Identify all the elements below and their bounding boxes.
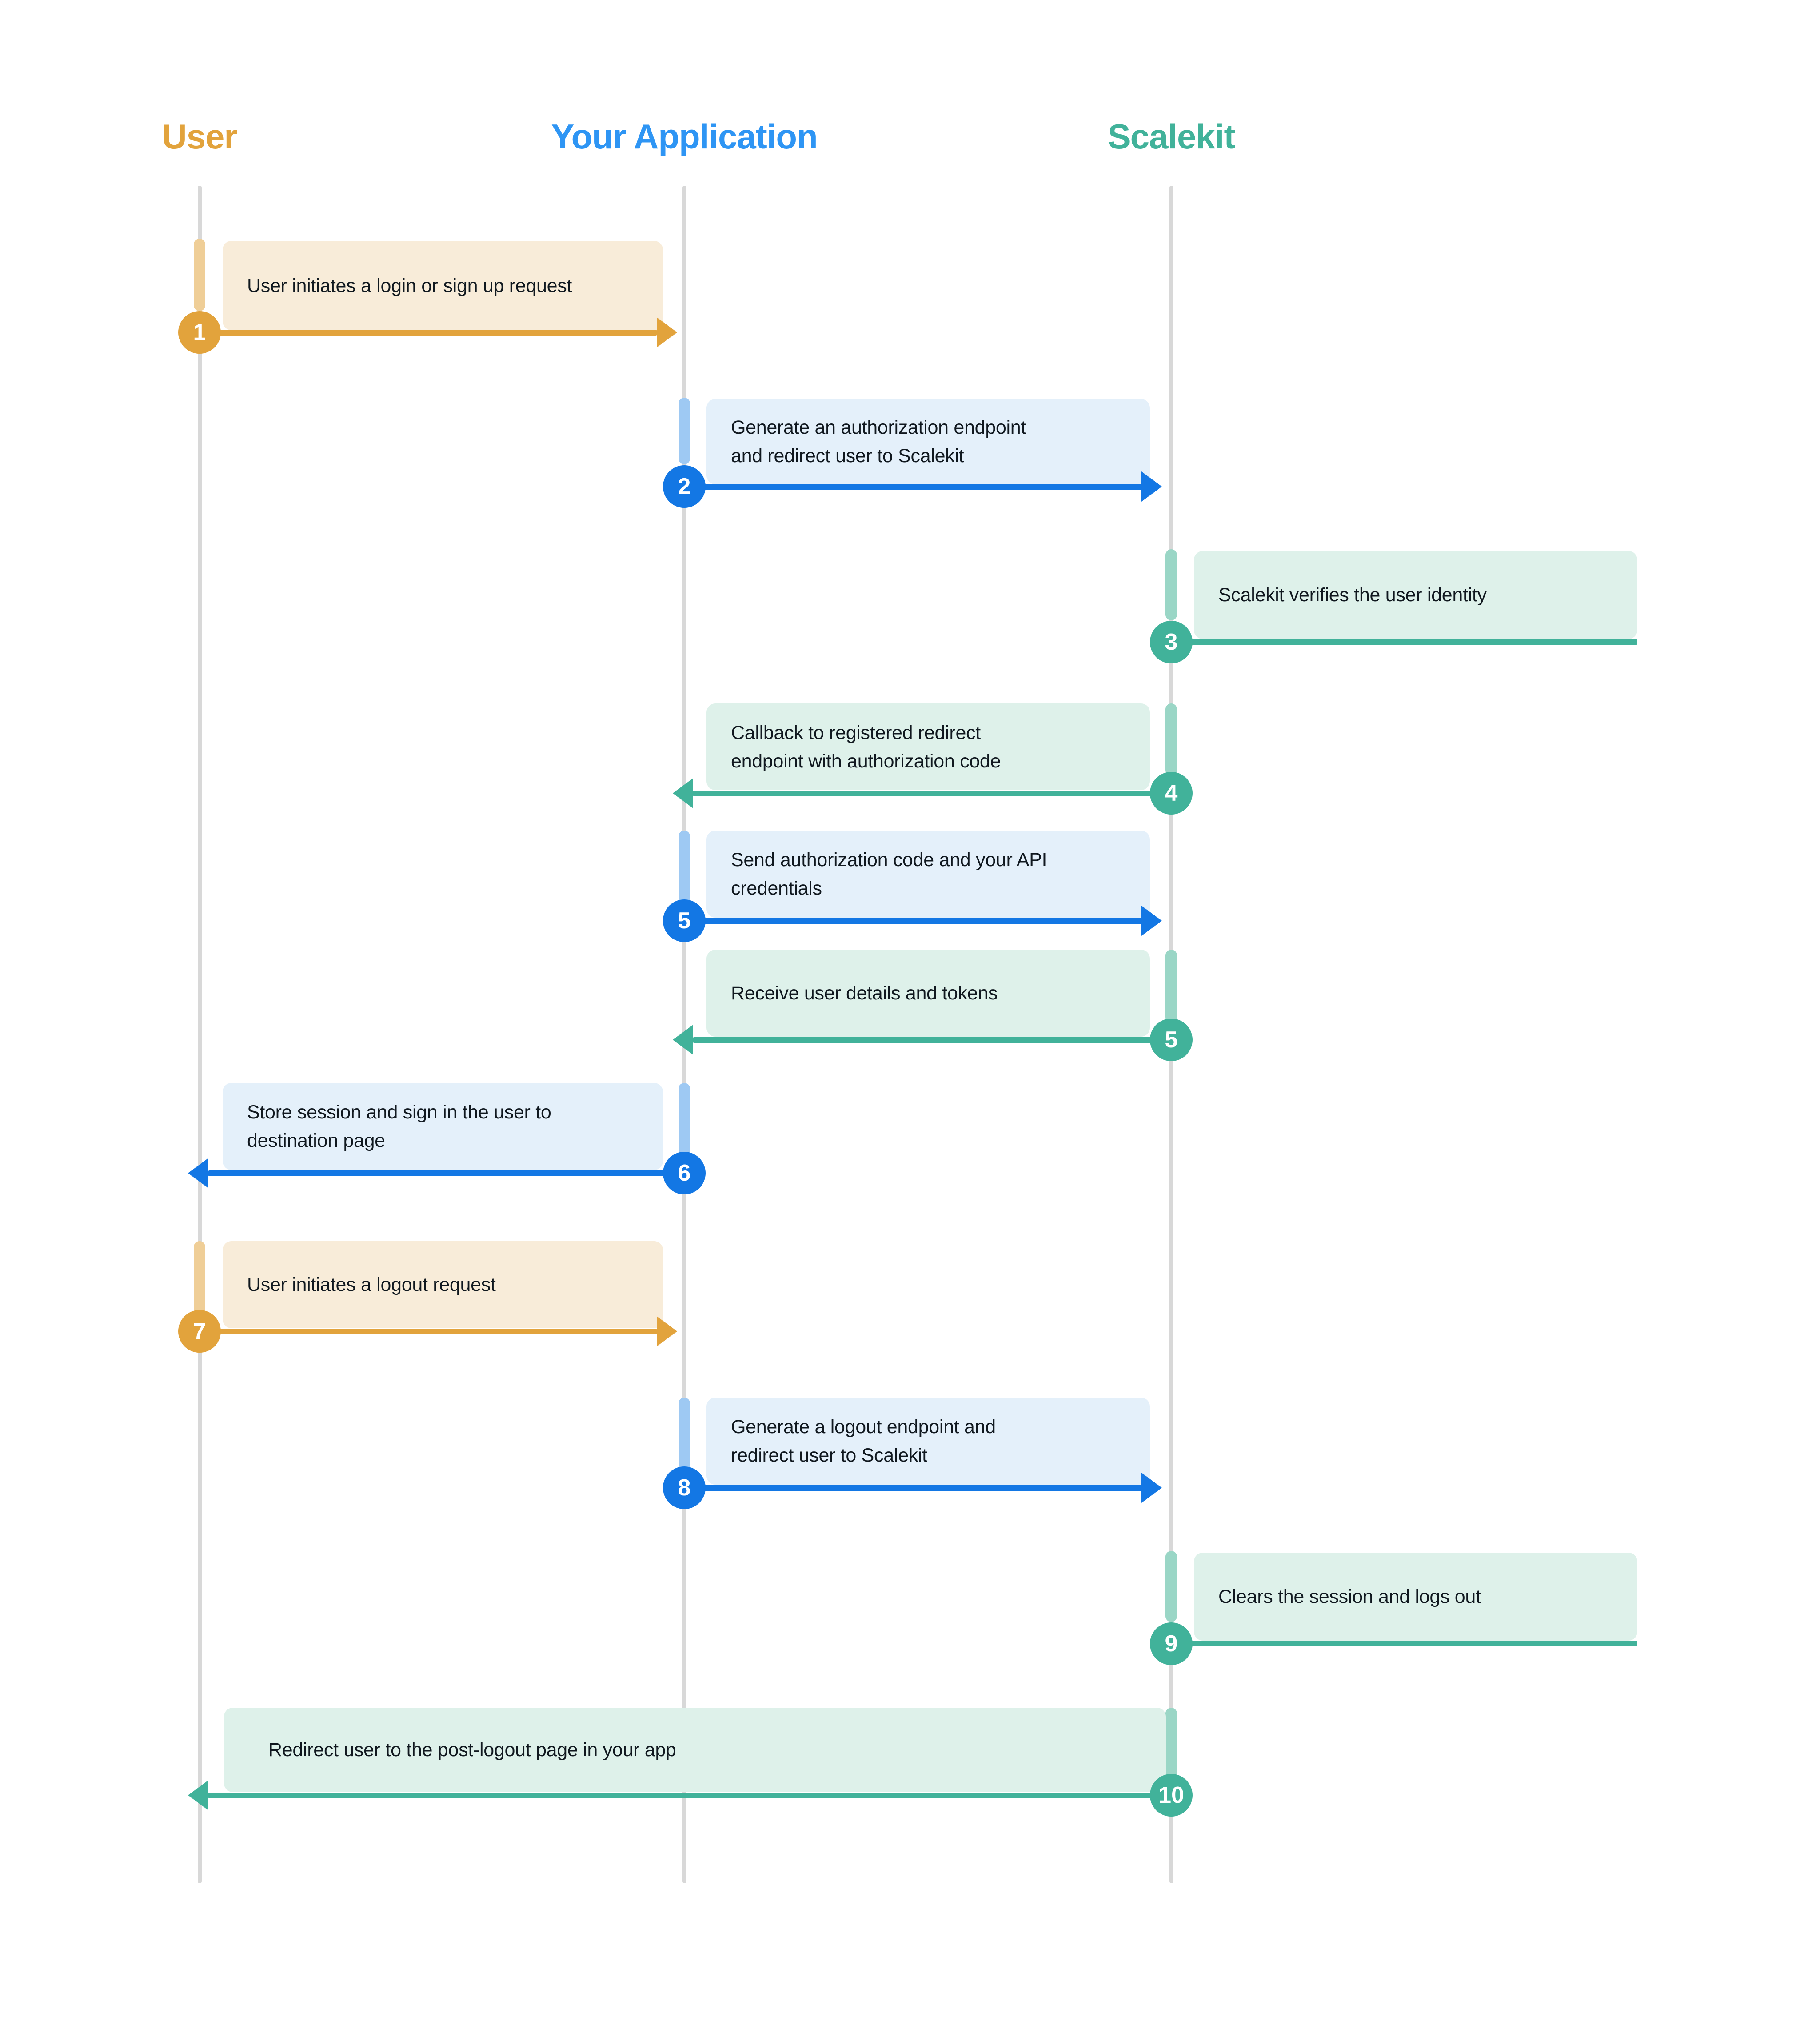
step-1-number-badge: 1	[178, 311, 221, 354]
step-7-label: User initiates a logout request	[247, 1274, 496, 1295]
activation-bar-app	[679, 1398, 690, 1473]
step-2-arrow	[684, 484, 1141, 490]
step-1-arrow	[200, 330, 657, 336]
step-1-label: User initiates a login or sign up reques…	[247, 275, 572, 296]
step-8-message-box: Generate a logout endpoint and redirect …	[706, 1398, 1150, 1485]
step-5b-number-badge: 5	[1150, 1018, 1193, 1061]
activation-bar-app	[679, 398, 690, 464]
step-8-arrow	[684, 1485, 1141, 1491]
step-10-message-box: Redirect user to the post-logout page in…	[224, 1708, 1166, 1792]
step-3-underline	[1171, 639, 1637, 645]
step-4-label: Callback to registered redirect endpoint…	[731, 722, 1001, 772]
step-3-label: Scalekit verifies the user identity	[1218, 584, 1487, 606]
step-5-message-box: Send authorization code and your API cre…	[706, 831, 1150, 918]
step-3-message-box: Scalekit verifies the user identity	[1194, 551, 1637, 639]
activation-bar-app	[679, 831, 690, 904]
actor-label-scalekit: Scalekit	[1107, 117, 1236, 156]
activation-bar-user	[194, 239, 205, 311]
lifeline-user	[198, 186, 202, 1883]
step-4-arrow	[693, 791, 1171, 796]
step-10-number-badge: 10	[1150, 1774, 1193, 1817]
step-7-number-badge: 7	[178, 1310, 221, 1353]
step-5-arrow	[684, 918, 1141, 924]
step-1-message-box: User initiates a login or sign up reques…	[223, 241, 663, 330]
step-6-arrowhead-icon	[188, 1158, 208, 1188]
step-9-underline	[1171, 1641, 1637, 1646]
step-7-arrow	[200, 1329, 657, 1334]
step-10-arrowhead-icon	[188, 1780, 208, 1810]
step-9-number-badge: 9	[1150, 1622, 1193, 1665]
step-9-message-box: Clears the session and logs out	[1194, 1553, 1637, 1641]
step-2-number-badge: 2	[663, 465, 706, 508]
step-5b-message-box: Receive user details and tokens	[706, 950, 1150, 1037]
actor-label-your-application: Your Application	[551, 117, 818, 156]
step-2-label: Generate an authorization endpoint and r…	[731, 417, 1026, 467]
step-7-arrowhead-icon	[657, 1316, 677, 1346]
step-5b-arrow	[693, 1037, 1171, 1043]
activation-bar-scalekit	[1165, 703, 1177, 776]
step-5-label: Send authorization code and your API cre…	[731, 849, 1047, 899]
activation-bar-scalekit	[1165, 549, 1177, 620]
step-2-message-box: Generate an authorization endpoint and r…	[706, 399, 1150, 484]
step-8-label: Generate a logout endpoint and redirect …	[731, 1416, 996, 1466]
activation-bar-app	[679, 1083, 690, 1156]
step-6-arrow	[208, 1170, 684, 1176]
step-8-number-badge: 8	[663, 1466, 706, 1509]
activation-bar-scalekit	[1165, 950, 1177, 1023]
step-5b-label: Receive user details and tokens	[731, 983, 998, 1004]
step-10-label: Redirect user to the post-logout page in…	[268, 1739, 676, 1761]
step-4-number-badge: 4	[1150, 772, 1193, 815]
activation-bar-scalekit	[1165, 1551, 1177, 1622]
actor-label-user: User	[162, 117, 237, 156]
activation-bar-scalekit	[1165, 1708, 1177, 1782]
step-8-arrowhead-icon	[1141, 1473, 1162, 1503]
step-4-message-box: Callback to registered redirect endpoint…	[706, 703, 1150, 790]
step-6-message-box: Store session and sign in the user to de…	[223, 1083, 663, 1170]
step-10-arrow	[208, 1793, 1171, 1798]
step-6-number-badge: 6	[663, 1152, 706, 1194]
step-2-arrowhead-icon	[1141, 471, 1162, 502]
step-9-label: Clears the session and logs out	[1218, 1586, 1481, 1607]
step-3-number-badge: 3	[1150, 621, 1193, 663]
step-7-message-box: User initiates a logout request	[223, 1241, 663, 1328]
step-6-label: Store session and sign in the user to de…	[247, 1102, 551, 1151]
step-5b-arrowhead-icon	[673, 1025, 693, 1055]
step-1-arrowhead-icon	[657, 317, 677, 347]
step-4-arrowhead-icon	[673, 778, 693, 808]
activation-bar-user	[194, 1241, 205, 1316]
step-5-arrowhead-icon	[1141, 906, 1162, 936]
step-5-number-badge: 5	[663, 899, 706, 942]
